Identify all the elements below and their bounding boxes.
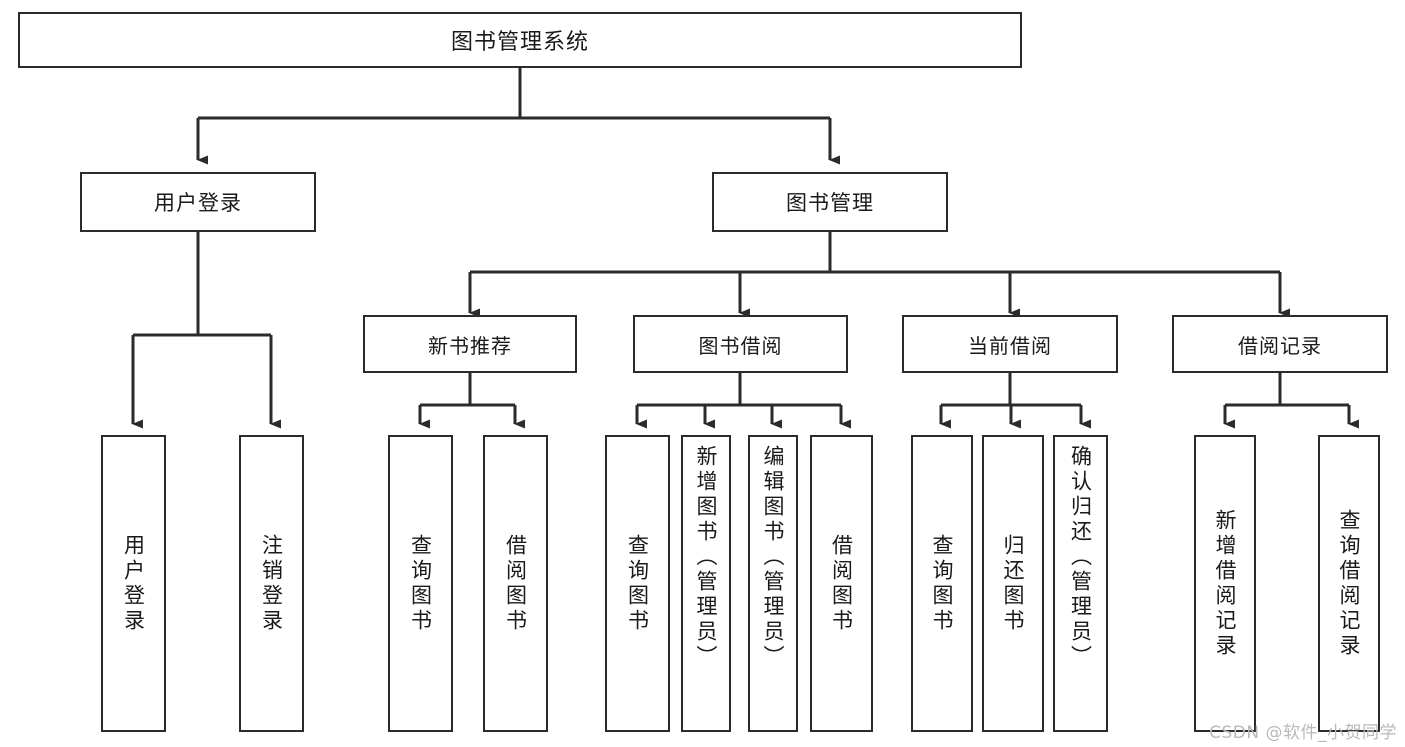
- node-borrow-record[interactable]: 借阅记录: [1172, 315, 1388, 373]
- node-leaf-borrow-book-1[interactable]: 借阅图书: [483, 435, 548, 732]
- node-leaf-add-book[interactable]: 新增图书（管理员）: [681, 435, 731, 732]
- node-label: 注销登录: [259, 533, 284, 634]
- node-leaf-user-logout[interactable]: 注销登录: [239, 435, 304, 732]
- node-label: 用户登录: [154, 191, 242, 215]
- node-label: 当前借阅: [968, 333, 1052, 358]
- node-label: 图书管理: [786, 191, 874, 215]
- node-label: 编辑图书（管理员）: [761, 445, 786, 670]
- node-leaf-query-record[interactable]: 查询借阅记录: [1318, 435, 1380, 732]
- node-label: 新增图书（管理员）: [694, 445, 719, 670]
- node-label: 借阅记录: [1238, 333, 1322, 358]
- node-book-manage[interactable]: 图书管理: [712, 172, 948, 232]
- node-new-book-recommend[interactable]: 新书推荐: [363, 315, 577, 373]
- node-leaf-confirm-return[interactable]: 确认归还（管理员）: [1053, 435, 1108, 732]
- node-label: 查询借阅记录: [1337, 508, 1362, 659]
- node-label: 借阅图书: [829, 533, 854, 634]
- node-leaf-user-login[interactable]: 用户登录: [101, 435, 166, 732]
- node-user-login[interactable]: 用户登录: [80, 172, 316, 232]
- node-label: 图书管理系统: [450, 30, 589, 55]
- node-leaf-return-book[interactable]: 归还图书: [982, 435, 1044, 732]
- node-label: 归还图书: [1001, 533, 1026, 634]
- node-leaf-query-book-1[interactable]: 查询图书: [388, 435, 453, 732]
- node-label: 新增借阅记录: [1213, 508, 1238, 659]
- node-leaf-query-book-2[interactable]: 查询图书: [605, 435, 670, 732]
- node-current-borrow[interactable]: 当前借阅: [902, 315, 1118, 373]
- node-label: 用户登录: [121, 533, 146, 634]
- node-label: 新书推荐: [428, 333, 512, 358]
- node-label: 图书借阅: [698, 333, 783, 358]
- node-label: 查询图书: [930, 533, 955, 634]
- node-label: 借阅图书: [503, 533, 528, 634]
- node-label: 查询图书: [408, 533, 433, 634]
- node-leaf-edit-book[interactable]: 编辑图书（管理员）: [748, 435, 798, 732]
- node-leaf-query-book-3[interactable]: 查询图书: [911, 435, 973, 732]
- node-root-book-management-system[interactable]: 图书管理系统: [18, 12, 1022, 68]
- node-label: 确认归还（管理员）: [1068, 445, 1093, 670]
- node-leaf-borrow-book-2[interactable]: 借阅图书: [810, 435, 873, 732]
- node-label: 查询图书: [625, 533, 650, 634]
- csdn-watermark: CSDN @软件_小贺同学: [1209, 723, 1397, 743]
- node-book-borrow[interactable]: 图书借阅: [633, 315, 848, 373]
- node-leaf-add-record[interactable]: 新增借阅记录: [1194, 435, 1256, 732]
